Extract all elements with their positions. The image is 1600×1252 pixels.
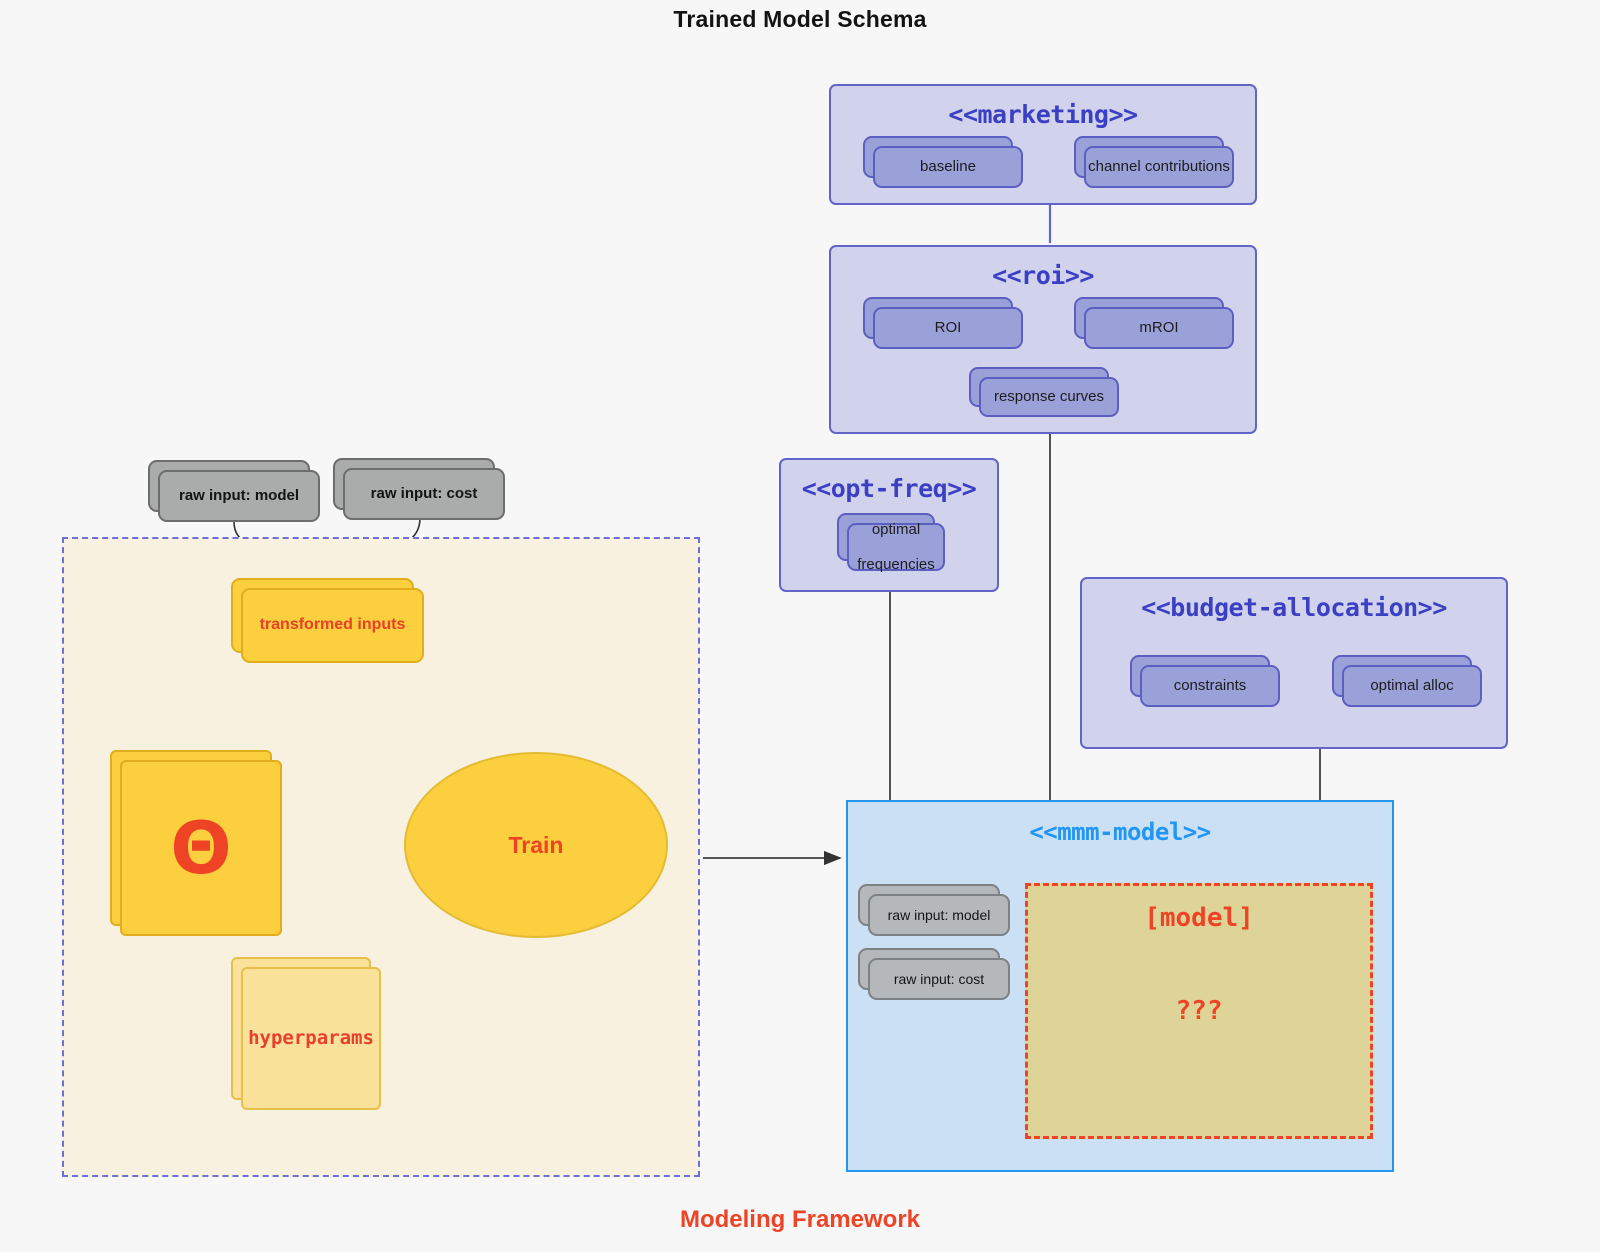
node-face: channel contributions [1084, 146, 1234, 188]
package-opt-freq[interactable]: <<opt-freq>> optimal frequencies [779, 458, 999, 592]
node-face: raw input: model [158, 470, 320, 522]
node-face: raw input: cost [343, 468, 505, 520]
node-label: raw input: cost [893, 970, 985, 987]
node-label: baseline [920, 158, 976, 176]
node-label: optimal alloc [1370, 677, 1454, 695]
node-face: optimal alloc [1342, 665, 1482, 707]
model-placeholder-box[interactable]: [model] ??? [1025, 883, 1373, 1139]
node-face: ROI [873, 307, 1023, 349]
node-label: response curves [993, 388, 1105, 406]
node-face: transformed inputs [241, 588, 424, 663]
node-response-curves[interactable]: response curves [969, 367, 1119, 417]
node-mmm-raw-input-cost[interactable]: raw input: cost [858, 948, 1010, 1000]
model-label: [model] [1144, 903, 1254, 933]
node-face: constraints [1140, 665, 1280, 707]
node-optimal-alloc[interactable]: optimal alloc [1332, 655, 1482, 707]
node-mmm-raw-input-model[interactable]: raw input: model [858, 884, 1010, 936]
node-face: baseline [873, 146, 1023, 188]
node-hyperparams[interactable]: hyperparams [231, 957, 381, 1110]
node-mroi[interactable]: mROI [1074, 297, 1234, 349]
node-label: raw input: cost [370, 485, 478, 503]
package-title-marketing: <<marketing>> [948, 100, 1138, 129]
mmm-model-title: <<mmm-model>> [1029, 818, 1211, 846]
theta-symbol: Θ [170, 806, 232, 890]
node-label-line2: frequencies [857, 555, 935, 573]
node-label: mROI [1139, 319, 1179, 337]
node-face: mROI [1084, 307, 1234, 349]
package-title-budget-allocation: <<budget-allocation>> [1141, 593, 1447, 622]
node-transformed-inputs[interactable]: transformed inputs [231, 578, 424, 663]
node-label: constraints [1173, 677, 1247, 695]
package-marketing[interactable]: <<marketing>> baseline channel contribut… [829, 84, 1257, 205]
node-label-line1: optimal [871, 521, 921, 539]
node-label: hyperparams [248, 1026, 374, 1049]
node-face: Θ [120, 760, 282, 936]
node-label: channel contributions [1088, 158, 1230, 176]
package-budget-allocation[interactable]: <<budget-allocation>> constraints optima… [1080, 577, 1508, 749]
model-unknown-label: ??? [1175, 996, 1223, 1026]
node-constraints[interactable]: constraints [1130, 655, 1280, 707]
node-baseline[interactable]: baseline [863, 136, 1023, 188]
node-label: optimal frequencies [857, 521, 935, 573]
page-title: Trained Model Schema [673, 6, 927, 32]
train-process-node[interactable]: Train [404, 752, 668, 938]
framework-label: Modeling Framework [679, 1206, 921, 1233]
node-label: raw input: model [887, 906, 991, 923]
node-channel-contributions[interactable]: channel contributions [1074, 136, 1234, 188]
node-face: optimal frequencies [847, 521, 945, 573]
node-face: raw input: cost [868, 958, 1010, 1000]
train-label: Train [508, 831, 564, 858]
node-label: ROI [934, 319, 962, 337]
node-face: response curves [979, 377, 1119, 417]
node-raw-input-model[interactable]: raw input: model [148, 460, 320, 522]
node-label: transformed inputs [259, 616, 406, 634]
package-title-opt-freq: <<opt-freq>> [801, 474, 977, 503]
node-label: raw input: model [179, 487, 299, 505]
node-optimal-frequencies[interactable]: optimal frequencies [837, 513, 945, 573]
node-face: raw input: model [868, 894, 1010, 936]
package-title-roi: <<roi>> [992, 261, 1094, 290]
node-theta[interactable]: Θ [110, 750, 282, 936]
package-roi[interactable]: <<roi>> ROI mROI response curves [829, 245, 1257, 434]
node-face: hyperparams [241, 967, 381, 1110]
node-roi[interactable]: ROI [863, 297, 1023, 349]
node-raw-input-cost[interactable]: raw input: cost [333, 458, 505, 520]
